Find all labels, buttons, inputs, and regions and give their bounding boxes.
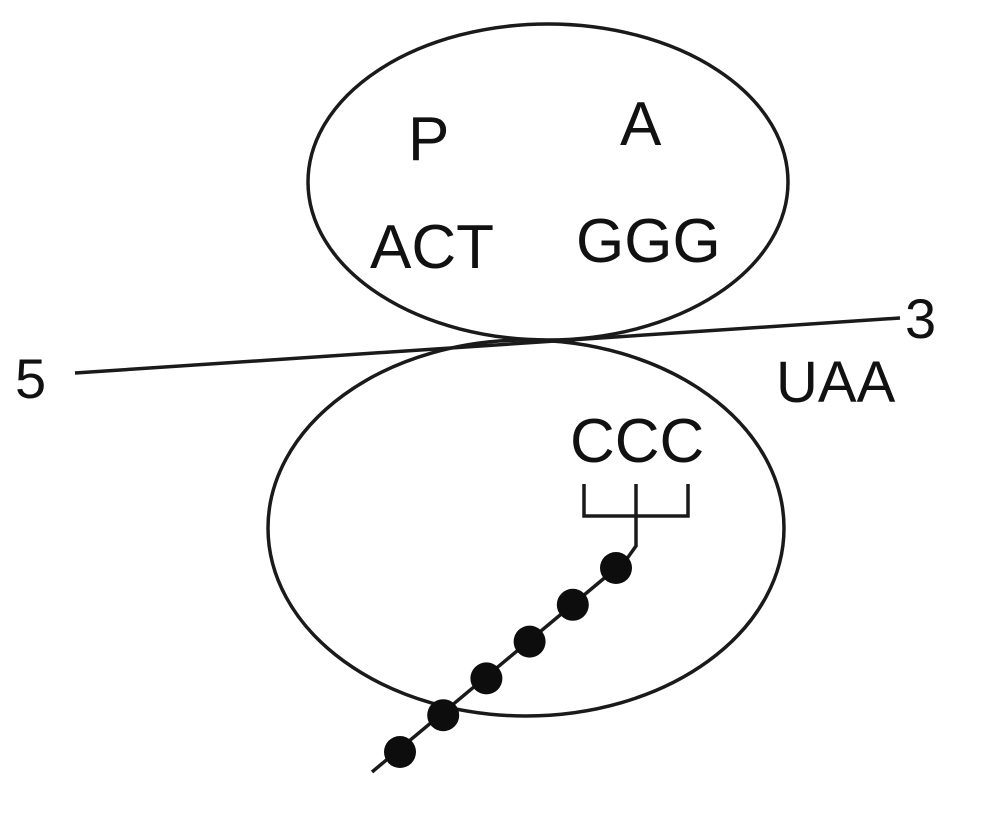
- a-site-label: A: [620, 90, 662, 159]
- small-subunit: [266, 338, 786, 718]
- amino-acid-bead: [513, 625, 546, 658]
- amino-acid-bead: [427, 699, 460, 732]
- polypeptide-chain: [384, 552, 632, 768]
- stop-codon-label: UAA: [776, 350, 896, 415]
- amino-acid-bead: [600, 552, 632, 584]
- mrna-strand: [74, 316, 901, 375]
- p-site-codon: ACT: [370, 213, 494, 282]
- five-prime-end-label: 5: [15, 347, 46, 410]
- anticodon-label: CCC: [570, 407, 704, 476]
- amino-acid-bead: [556, 588, 589, 621]
- large-subunit: [306, 22, 790, 342]
- amino-acid-bead: [384, 736, 416, 768]
- a-site-codon: GGG: [576, 207, 721, 276]
- amino-acid-bead: [470, 662, 503, 695]
- three-prime-end-label: 3: [905, 287, 936, 350]
- trna-bracket: [582, 484, 690, 562]
- p-site-label: P: [408, 105, 449, 174]
